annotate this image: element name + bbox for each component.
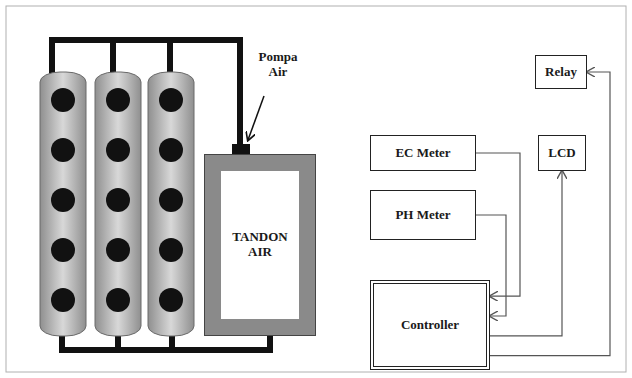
tube xyxy=(95,72,141,336)
water-tank: TANDON AIR xyxy=(205,155,315,335)
plant-hole xyxy=(106,138,130,162)
pump-leader xyxy=(248,96,264,140)
plant-hole xyxy=(51,138,75,162)
pump-label: Pompa Air xyxy=(248,50,308,80)
plant-hole xyxy=(51,88,75,112)
node-label: LCD xyxy=(548,146,575,161)
signal-connector xyxy=(476,153,520,296)
plant-hole xyxy=(159,138,183,162)
plant-hole xyxy=(106,188,130,212)
tube xyxy=(148,72,194,336)
plant-hole xyxy=(159,288,183,312)
plant-hole xyxy=(51,238,75,262)
tube xyxy=(40,72,86,336)
controller-box: Controller xyxy=(370,280,490,370)
plant-hole xyxy=(106,88,130,112)
plant-hole xyxy=(159,188,183,212)
node-label: PH Meter xyxy=(395,208,450,223)
node-label: TANDON AIR xyxy=(225,230,295,260)
ph-meter-box: PH Meter xyxy=(370,190,476,240)
node-label: Controller xyxy=(401,318,459,333)
plant-hole xyxy=(159,88,183,112)
signal-connector xyxy=(490,171,562,336)
node-label: Relay xyxy=(545,65,577,80)
relay-box: Relay xyxy=(535,55,587,89)
plant-hole xyxy=(51,288,75,312)
plant-hole xyxy=(106,238,130,262)
frame xyxy=(6,6,626,372)
node-label: EC Meter xyxy=(395,146,450,161)
plant-hole xyxy=(106,288,130,312)
hydroponic-tubes xyxy=(40,72,194,336)
plant-hole xyxy=(51,188,75,212)
signal-connector xyxy=(490,72,610,356)
lcd-box: LCD xyxy=(538,135,586,171)
plant-hole xyxy=(159,238,183,262)
ec-meter-box: EC Meter xyxy=(370,135,476,171)
